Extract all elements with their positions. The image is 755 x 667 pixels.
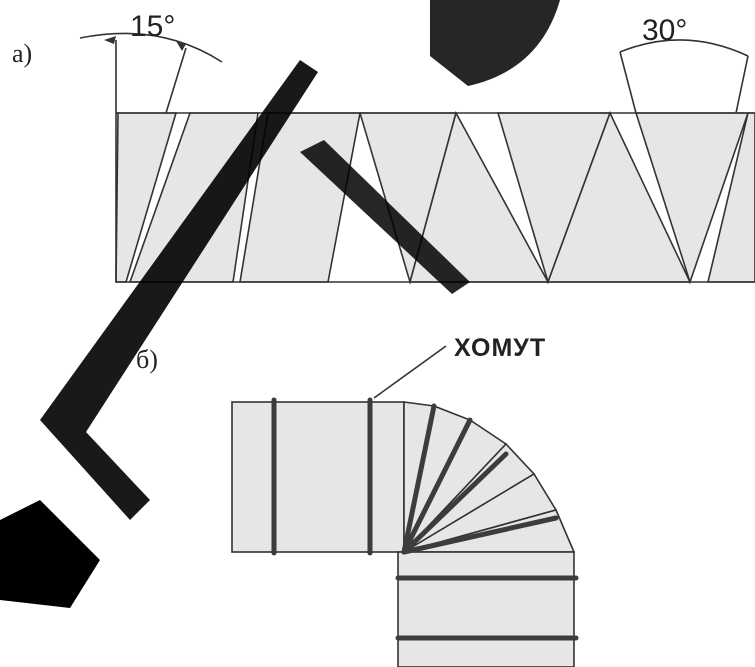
angle-15-leg-slanted [165, 47, 187, 114]
angle-15-arrow-left [104, 36, 116, 44]
angle-15-marker: 15° [79, 10, 223, 114]
straight-duct-vertical [397, 551, 575, 667]
clamp-leader-line [373, 345, 447, 399]
part-a-label: а) [12, 39, 32, 68]
watermark-stroke-arc [430, 0, 560, 86]
clamp-band-4 [401, 417, 473, 555]
angle-30-leg-right [735, 55, 749, 114]
part-b-label: б) [136, 345, 158, 374]
watermark-stroke-diagonal [300, 140, 470, 294]
straight-duct-horizontal [231, 401, 405, 553]
clamp-band-5 [401, 451, 509, 555]
watermark-stroke-r [40, 60, 318, 520]
clamp-band-6 [401, 515, 559, 555]
angle-30-label: 30° [642, 14, 687, 47]
watermark-overlay [0, 0, 560, 608]
clamp-label: ХОМУТ [454, 334, 546, 362]
angle-30-leg-left [619, 51, 637, 114]
angle-30-arc [619, 39, 749, 57]
bend-b [231, 397, 579, 667]
watermark-stroke-left [0, 500, 100, 608]
angle-30-marker: 30° [619, 14, 749, 114]
angle-15-arrow-right [176, 41, 186, 51]
angle-15-arc [79, 32, 223, 63]
angle-15-label: 15° [130, 10, 175, 43]
clamp-band-3 [401, 403, 437, 555]
